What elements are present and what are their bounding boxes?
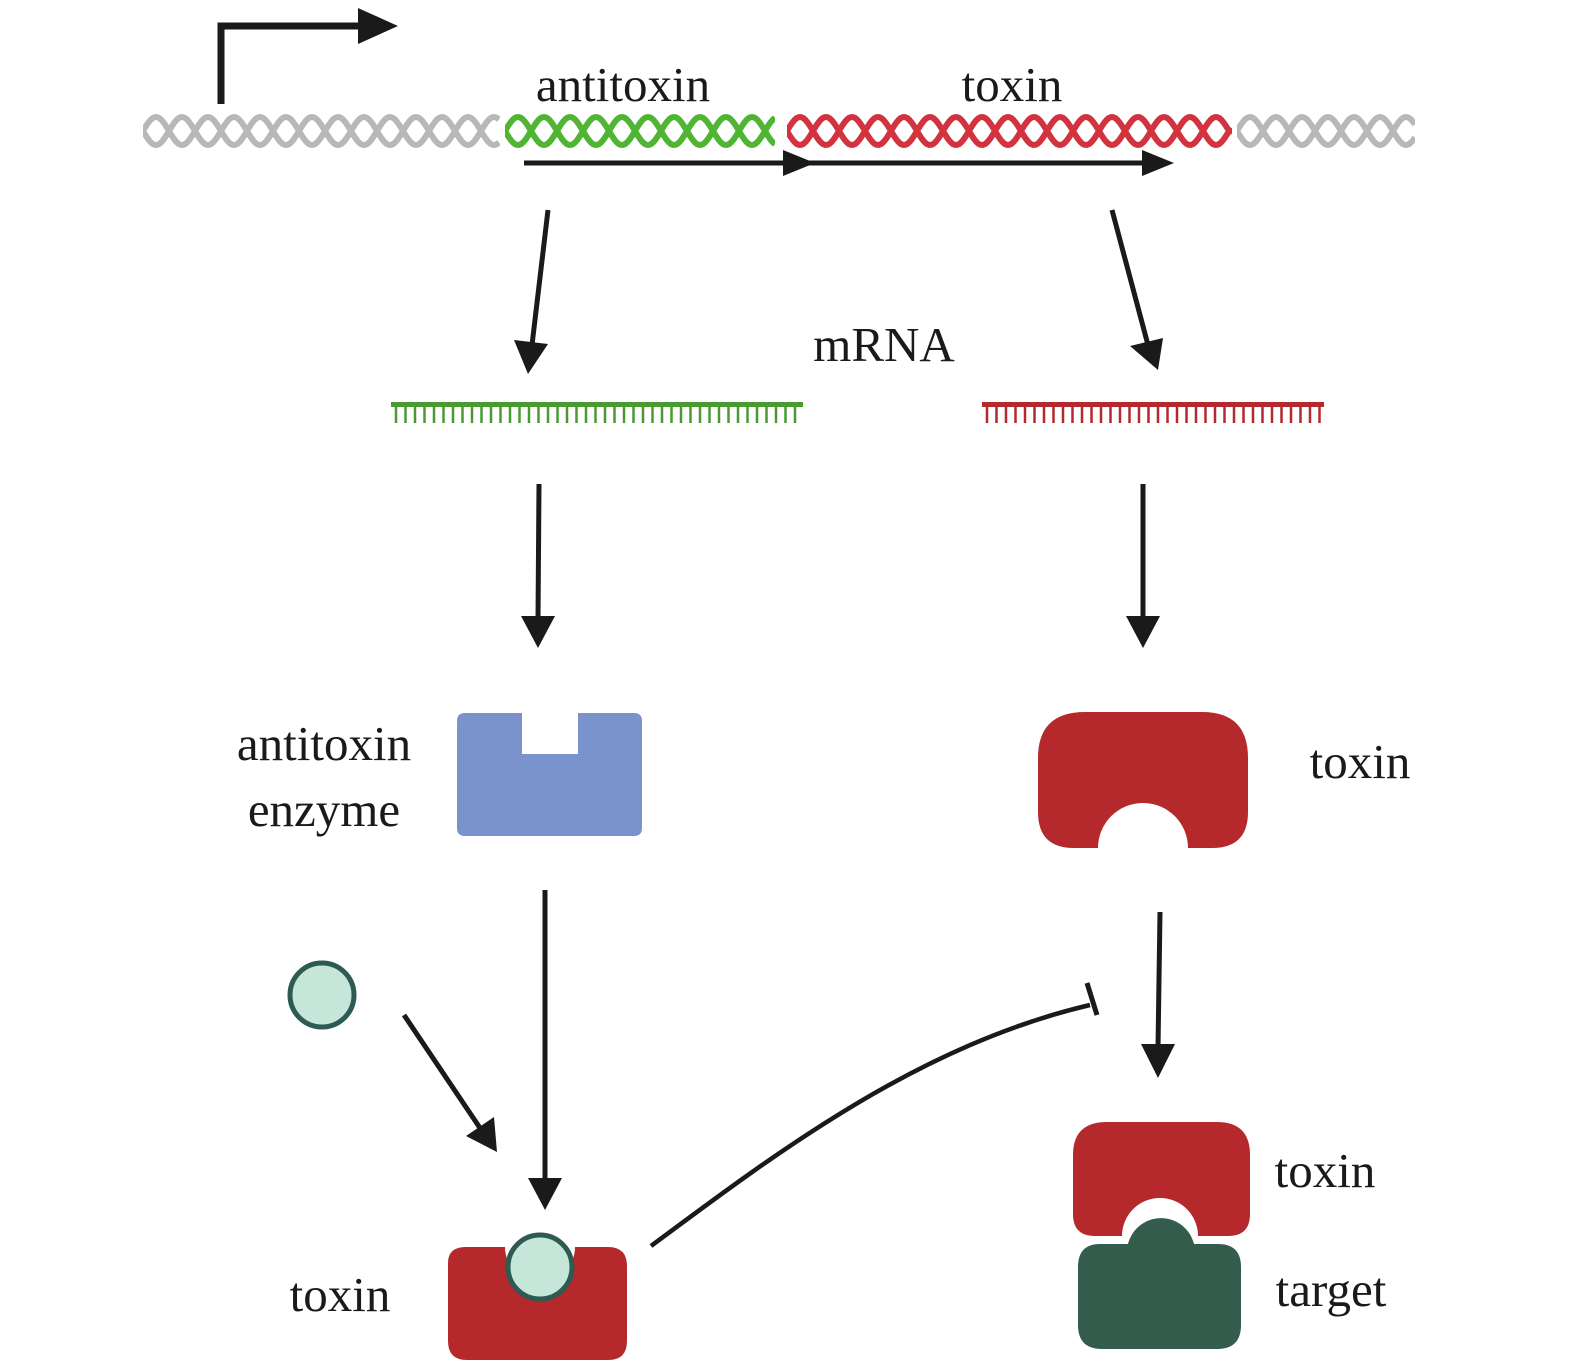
transcription-arrow-toxin <box>790 150 1174 176</box>
antitoxin-gene <box>505 114 775 148</box>
antitoxin-enzyme-label-line2: enzyme <box>248 782 400 837</box>
complex-toxin-shape <box>1073 1122 1250 1236</box>
arrow-toxin-to-mrna <box>1109 209 1163 370</box>
arrow-antitoxin-mrna-to-protein <box>521 483 555 648</box>
arrow-toxin-to-target-complex <box>1141 911 1175 1078</box>
target-label: target <box>1276 1262 1387 1317</box>
toxin-protein-shape <box>1038 712 1248 848</box>
toxin-gene <box>787 114 1232 148</box>
inactivated-toxin-shape <box>448 1247 627 1360</box>
antitoxin-enzyme-shape <box>457 713 642 836</box>
toxin-protein-label: toxin <box>1310 734 1411 789</box>
inhibition-bar-icon <box>649 982 1100 1248</box>
arrow-enzyme-to-inactivated-toxin <box>528 890 562 1210</box>
arrow-small-molecule-to-toxin <box>401 1013 497 1152</box>
antitoxin-mrna <box>391 402 803 423</box>
target-shape <box>1078 1218 1241 1349</box>
arrow-toxin-mrna-to-protein <box>1126 484 1160 648</box>
arrow-antitoxin-to-mrna <box>514 209 551 374</box>
antitoxin-gene-label: antitoxin <box>536 57 710 112</box>
antitoxin-enzyme-label-line1: antitoxin <box>237 716 411 771</box>
complex-toxin-label: toxin <box>1275 1143 1376 1198</box>
dna-strand <box>143 114 1415 148</box>
bound-small-molecule-icon <box>505 1232 575 1302</box>
toxin-mrna <box>982 402 1324 423</box>
transcription-arrow-antitoxin <box>524 150 815 176</box>
toxin-gene-label: toxin <box>962 57 1063 112</box>
promoter-arrow-icon <box>217 8 398 104</box>
mrna-label: mRNA <box>813 317 955 372</box>
dna-flank-right <box>1237 114 1415 148</box>
dna-flank-left <box>143 114 500 148</box>
small-molecule-icon <box>287 960 357 1030</box>
inactivated-toxin-label: toxin <box>290 1267 391 1322</box>
